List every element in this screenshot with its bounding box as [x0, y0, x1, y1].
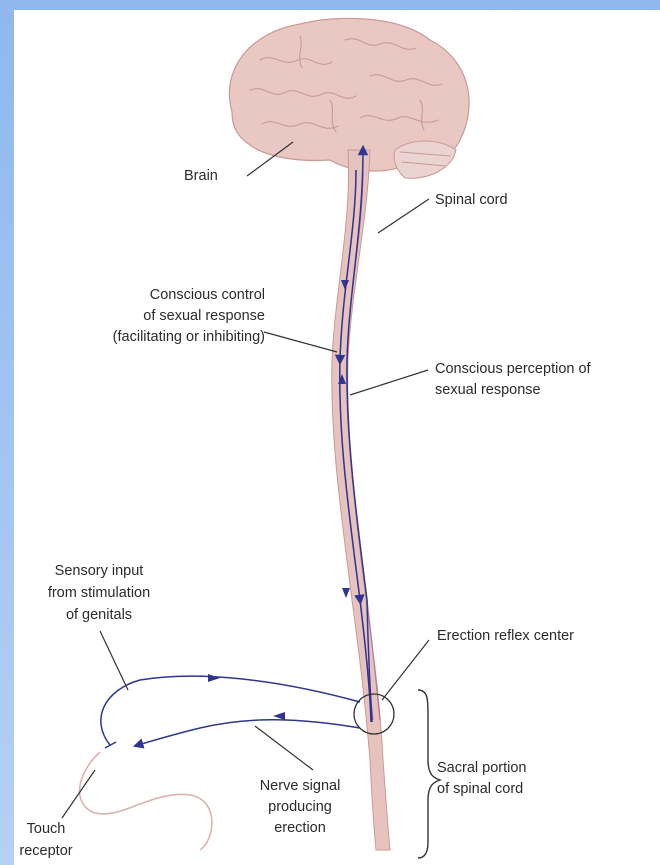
label-brain: Brain	[184, 168, 218, 184]
label-nerve-signal-3: erection	[274, 820, 326, 836]
labels: Brain Spinal cord Conscious control of s…	[19, 168, 591, 859]
label-erection-reflex-center: Erection reflex center	[437, 628, 574, 644]
label-touch-receptor-2: receptor	[19, 843, 72, 859]
label-spinal-cord: Spinal cord	[435, 192, 508, 208]
label-sacral-portion-2: of spinal cord	[437, 781, 523, 797]
label-sensory-input-3: of genitals	[66, 607, 132, 623]
label-sacral-portion-1: Sacral portion	[437, 760, 526, 776]
label-nerve-signal-1: Nerve signal	[260, 778, 341, 794]
label-sensory-input-1: Sensory input	[55, 563, 144, 579]
label-nerve-signal-2: producing	[268, 799, 332, 815]
label-conscious-control-1: Conscious control	[150, 287, 265, 303]
label-conscious-control-3: (facilitating or inhibiting)	[113, 329, 265, 345]
label-touch-receptor-1: Touch	[27, 821, 66, 837]
spinal-cord-illustration	[332, 150, 390, 850]
label-conscious-perception-1: Conscious perception of	[435, 361, 592, 377]
genital-outline	[80, 752, 212, 850]
label-conscious-perception-2: sexual response	[435, 382, 541, 398]
label-conscious-control-2: of sexual response	[143, 308, 265, 324]
pathway-arrowheads	[208, 280, 350, 720]
nerve-pathways	[101, 150, 372, 748]
label-sensory-input-2: from stimulation	[48, 585, 150, 601]
